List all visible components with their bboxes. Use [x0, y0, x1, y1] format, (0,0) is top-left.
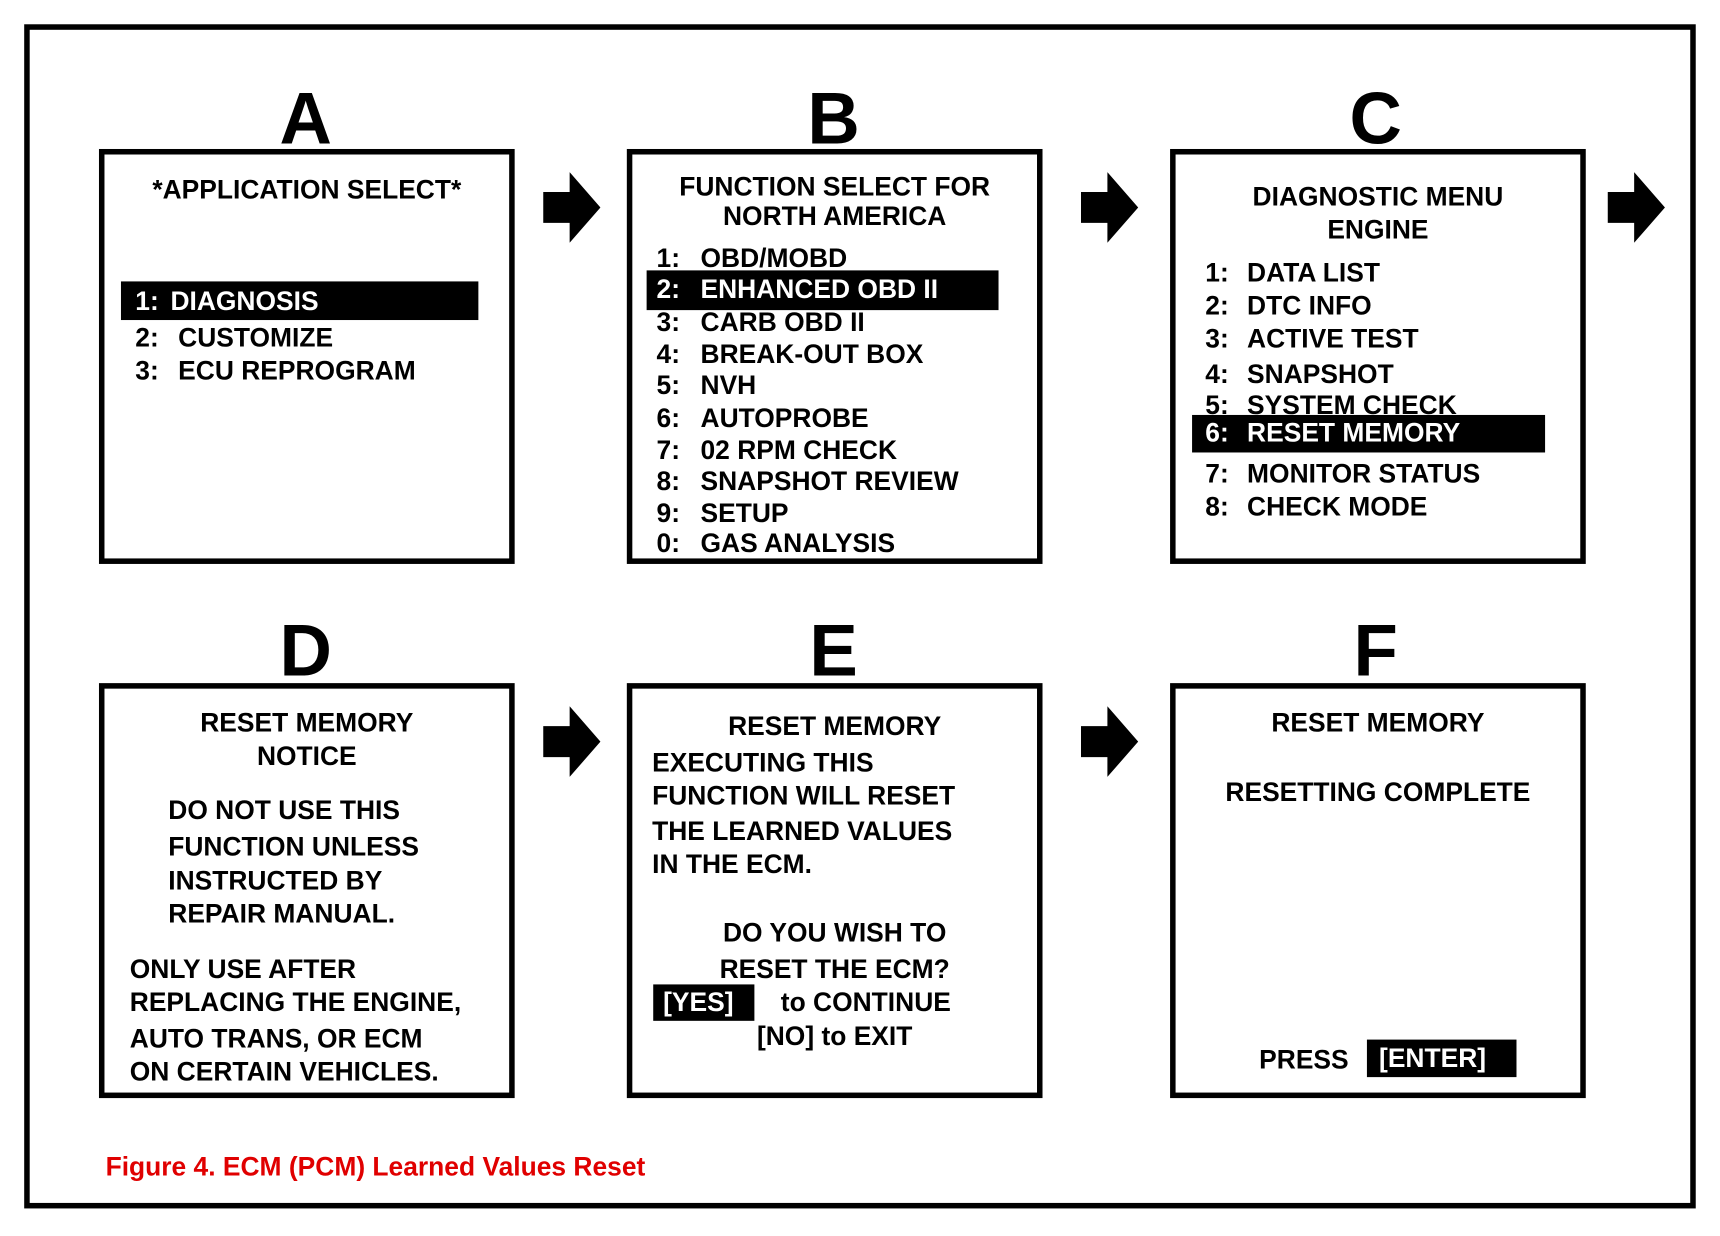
panel-c-item-5-label: SYSTEM CHECK [1247, 390, 1457, 421]
panel-c-selected-row [1192, 414, 1546, 453]
panel-e-question-line-1: DO YOU WISH TO [722, 918, 947, 948]
panel-a-item-1-num: 1: [135, 286, 159, 317]
panel-d-usage-line-3: AUTO TRANS, OR ECM [129, 1024, 423, 1054]
panel-b-selected-row [646, 270, 999, 311]
panel-e-title: RESET MEMORY [728, 711, 942, 742]
panel-a-selected-row [120, 281, 479, 321]
panel-c-item-4-label: SNAPSHOT [1247, 359, 1394, 390]
panel-b-title-line-1: FUNCTION SELECT FOR [679, 172, 991, 202]
panel-b-letter: B [807, 77, 860, 159]
panel-c-letter: C [1349, 77, 1402, 159]
enter-key-label: [ENTER] [1379, 1044, 1487, 1074]
panel-e-body-line-2: FUNCTION WILL RESET [652, 781, 956, 812]
panel-d-warning-line-2: FUNCTION UNLESS [168, 832, 419, 862]
panel-c-item-7-num: 7: [1205, 459, 1229, 489]
yes-key-highlight [653, 984, 755, 1021]
yes-key-label: [YES] [663, 987, 734, 1018]
panel-d-warning-line-4: REPAIR MANUAL. [168, 899, 396, 930]
panel-c-item-3-num: 3: [1205, 324, 1229, 355]
panel-b-item-5-label: NVH [700, 370, 757, 401]
panel-b-item-9-label: SETUP [700, 498, 789, 529]
panel-b-item-1-label: OBD/MOBD [700, 243, 848, 274]
panel-b-item-3-label: CARB OBD II [700, 307, 865, 338]
right-arrow-icon [1607, 172, 1665, 243]
panel-a-item-3-num: 3: [135, 356, 159, 387]
panel-a-letter: A [279, 77, 332, 159]
panel-c-item-6-label: RESET MEMORY [1247, 418, 1461, 449]
panel-e-question-line-2: RESET THE ECM? [719, 954, 950, 985]
enter-key-highlight [1366, 1039, 1517, 1078]
panel-c-item-2-label: DTC INFO [1247, 291, 1372, 322]
panel-d-usage-line-1: ONLY USE AFTER [129, 954, 357, 985]
panel-b-item-1-num: 1: [656, 243, 680, 274]
panel-e-body-line-1: EXECUTING THIS [652, 748, 874, 779]
right-arrow-icon [543, 706, 601, 777]
panel-f-screen: RESET MEMORY RESETTING COMPLETE PRESS [E… [1170, 683, 1586, 1099]
right-arrow-icon [543, 172, 601, 243]
panel-e-body-line-3: THE LEARNED VALUES [652, 816, 953, 847]
panel-d-screen: RESET MEMORY NOTICE DO NOT USE THIS FUNC… [98, 683, 515, 1099]
panel-c-item-8-num: 8: [1205, 492, 1229, 523]
panel-c-item-1-num: 1: [1205, 258, 1229, 289]
panel-d-warning-line-3: INSTRUCTED BY [168, 866, 383, 897]
panel-e-body-line-4: IN THE ECM. [652, 849, 812, 880]
panel-c-item-5-num: 5: [1205, 390, 1229, 421]
panel-b-screen: FUNCTION SELECT FOR NORTH AMERICA 1: OBD… [626, 148, 1043, 564]
panel-d-usage-line-4: ON CERTAIN VEHICLES. [129, 1057, 439, 1088]
press-label: PRESS [1259, 1045, 1349, 1075]
right-arrow-icon [1081, 706, 1139, 777]
panel-b-item-2-num: 2: [656, 274, 680, 305]
panel-c-screen: DIAGNOSTIC MENU ENGINE 1: DATA LIST 2: D… [1170, 148, 1586, 564]
panel-a-item-3-label: ECU REPROGRAM [178, 356, 416, 387]
yes-action-label: to CONTINUE [780, 987, 951, 1018]
panel-c-item-2-num: 2: [1205, 291, 1229, 322]
right-arrow-icon [1081, 172, 1139, 243]
panel-c-item-6-num: 6: [1205, 418, 1229, 449]
panel-b-item-8-num: 8: [656, 466, 680, 497]
panel-e-no-line: [NO] to EXIT [756, 1021, 913, 1052]
panel-c-title-line-2: ENGINE [1327, 215, 1429, 245]
panel-a-item-2-label: CUSTOMIZE [178, 323, 334, 354]
panel-d-letter: D [279, 609, 332, 691]
panel-c-item-1-label: DATA LIST [1247, 258, 1380, 289]
panel-b-item-9-num: 9: [656, 498, 680, 529]
panel-b-item-5-num: 5: [656, 370, 680, 401]
panel-e-letter: E [809, 609, 858, 691]
panel-b-title-line-2: NORTH AMERICA [722, 201, 947, 232]
panel-b-item-10-label: GAS ANALYSIS [700, 528, 896, 559]
panel-d-title-line-2: NOTICE [256, 741, 357, 772]
panel-c-title-line-1: DIAGNOSTIC MENU [1252, 182, 1504, 212]
panel-b-item-7-label: 02 RPM CHECK [700, 435, 898, 466]
figure-caption: Figure 4. ECM (PCM) Learned Values Reset [105, 1152, 646, 1182]
panel-b-item-6-num: 6: [656, 403, 680, 434]
panel-b-item-10-num: 0: [656, 528, 680, 559]
panel-c-item-4-num: 4: [1205, 359, 1229, 390]
panel-f-status: RESETTING COMPLETE [1225, 778, 1531, 808]
panel-c-item-8-label: CHECK MODE [1247, 492, 1428, 523]
panel-b-item-6-label: AUTOPROBE [700, 403, 869, 434]
panel-a-item-1-label: DIAGNOSIS [170, 286, 319, 317]
panel-b-item-8-label: SNAPSHOT REVIEW [700, 466, 959, 497]
panel-a-screen: *APPLICATION SELECT* 1: DIAGNOSIS 2: CUS… [98, 148, 515, 564]
panel-b-item-2-label: ENHANCED OBD II [700, 274, 939, 305]
panel-f-letter: F [1353, 609, 1398, 691]
panel-d-warning-line-1: DO NOT USE THIS [168, 795, 400, 826]
panel-d-title-line-1: RESET MEMORY [200, 708, 414, 739]
panel-a-title: *APPLICATION SELECT* [152, 175, 462, 206]
panel-b-item-7-num: 7: [656, 435, 680, 466]
figure-frame [24, 24, 1696, 1209]
panel-f-title: RESET MEMORY [1271, 708, 1485, 739]
panel-b-item-3-num: 3: [656, 307, 680, 338]
panel-a-item-2-num: 2: [135, 323, 159, 354]
panel-e-screen: RESET MEMORY EXECUTING THIS FUNCTION WIL… [626, 683, 1043, 1099]
panel-b-item-4-num: 4: [656, 339, 680, 370]
panel-b-item-4-label: BREAK-OUT BOX [700, 339, 924, 370]
panel-c-item-7-label: MONITOR STATUS [1247, 459, 1481, 489]
panel-d-usage-line-2: REPLACING THE ENGINE, [129, 987, 462, 1018]
panel-c-item-3-label: ACTIVE TEST [1247, 324, 1419, 355]
